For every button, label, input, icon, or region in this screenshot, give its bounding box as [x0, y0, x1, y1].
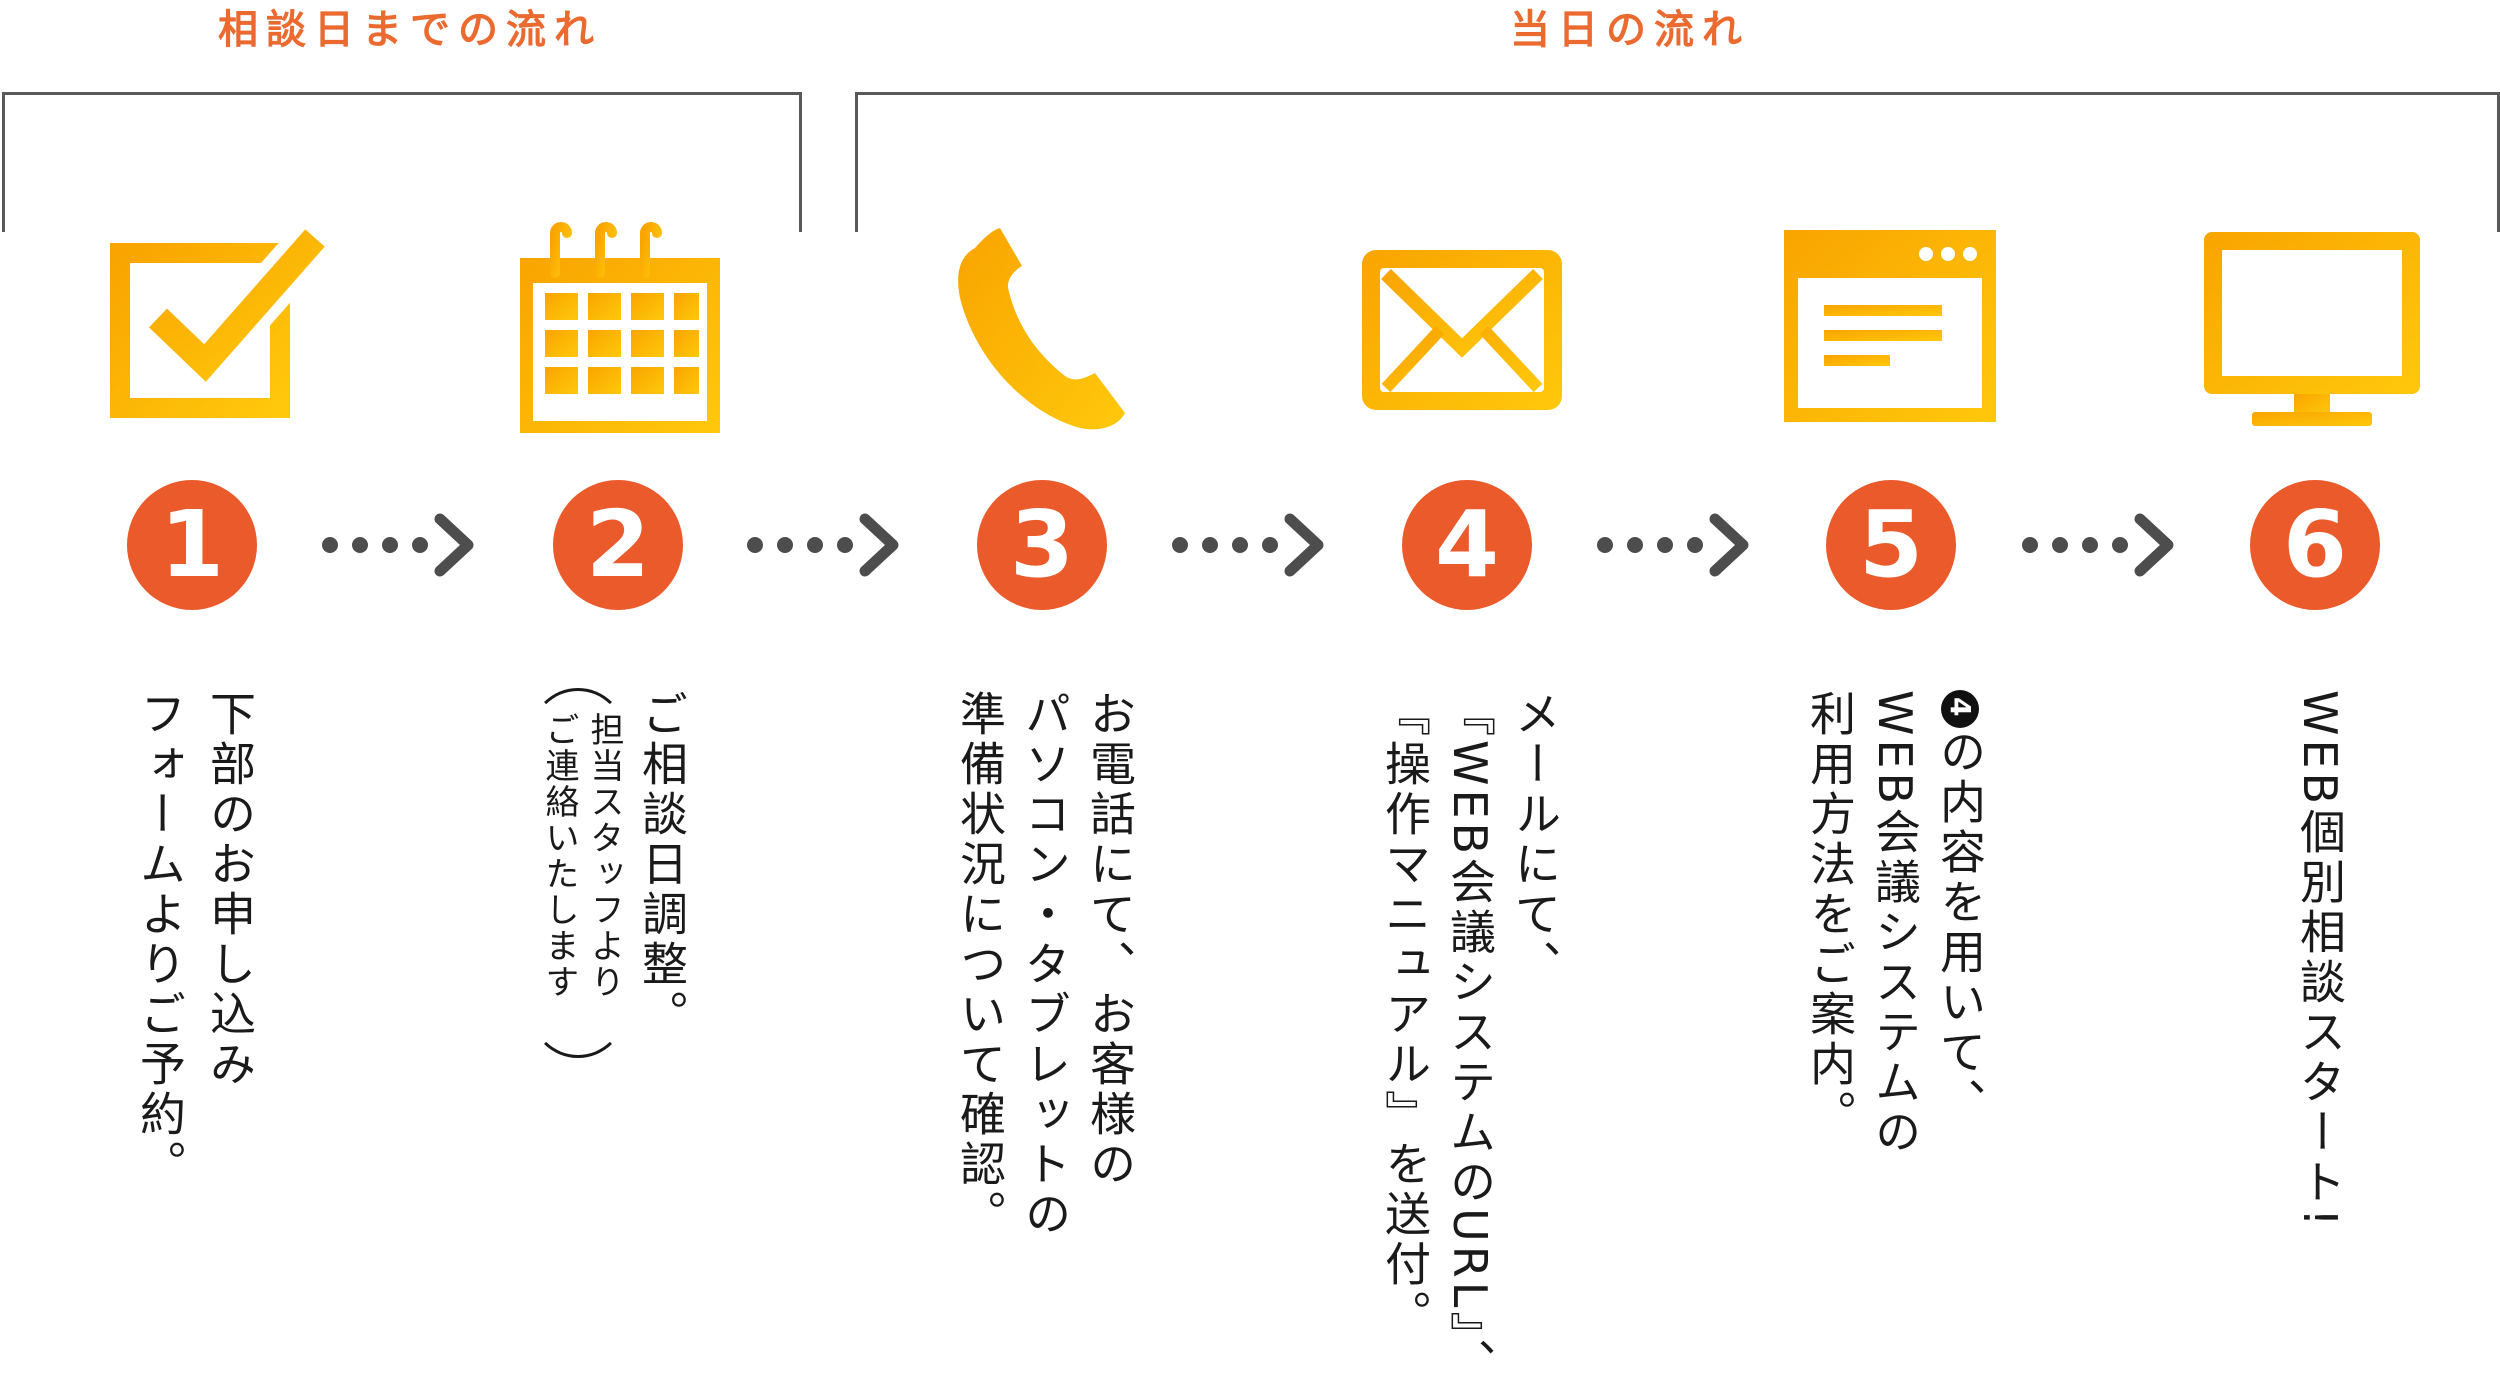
- step-5-line-3: 利用方法をご案内。: [1803, 690, 1857, 1140]
- dotted-arrow-1: [322, 513, 474, 577]
- section-title-day: 当日の流れ: [1510, 7, 1750, 53]
- step-number-5: 5: [1826, 480, 1956, 610]
- checkbox-icon: [100, 218, 340, 438]
- step-4-line-3: 『操作マニュアル』を送付。: [1378, 690, 1432, 1340]
- step-4-line-2: 『WEB会議システムのURL』、: [1443, 690, 1497, 1389]
- bracket-day: [855, 92, 2500, 232]
- step-number-2: 2: [553, 480, 683, 610]
- monitor-icon: [2190, 218, 2430, 438]
- step-number-4: 4: [1402, 480, 1532, 610]
- step-5-line-1: 4の内容を用いて、: [1925, 690, 1995, 1128]
- dotted-arrow-2: [747, 513, 899, 577]
- step-number-6: 6: [2250, 480, 2380, 610]
- step-1-line-1: 下部のお申し込み: [203, 690, 257, 1090]
- step-5-line-1-text: の内容を用いて、: [1933, 728, 1987, 1128]
- mail-icon: [1340, 218, 1580, 438]
- section-title-before: 相談日までの流れ: [218, 7, 602, 53]
- browser-window-icon: [1760, 218, 2000, 438]
- step-2-note-line-1: 担当スタッフより: [584, 712, 624, 1000]
- step-6-line-1: WEB個別相談スタート!: [2293, 690, 2347, 1231]
- step-2-note-line-2: ご連絡いたします: [539, 712, 579, 1000]
- step-2-line-1: ご相談日調整。: [635, 690, 689, 1040]
- step-number-3: 3: [977, 480, 1107, 610]
- step-3-line-2: パソコン・タブレットの: [1018, 690, 1072, 1240]
- step-5-line-2: WEB会議システムの: [1868, 690, 1922, 1159]
- step-5-ref-badge: 4: [1941, 690, 1979, 728]
- step-2-note-parentheses: [530, 688, 626, 1058]
- step-number-1: 1: [127, 480, 257, 610]
- calendar-icon: [500, 218, 740, 438]
- dotted-arrow-3: [1172, 513, 1324, 577]
- step-4-line-1: メールにて、: [1508, 690, 1562, 990]
- step-3-line-1: お電話にて、お客様の: [1083, 690, 1137, 1190]
- step-1-line-2: フォームよりご予約。: [133, 690, 187, 1190]
- dotted-arrow-5: [2022, 513, 2174, 577]
- step-3-line-3: 準備状況について確認。: [953, 690, 1007, 1240]
- phone-icon: [920, 218, 1160, 438]
- dotted-arrow-4: [1597, 513, 1749, 577]
- bracket-before: [2, 92, 802, 232]
